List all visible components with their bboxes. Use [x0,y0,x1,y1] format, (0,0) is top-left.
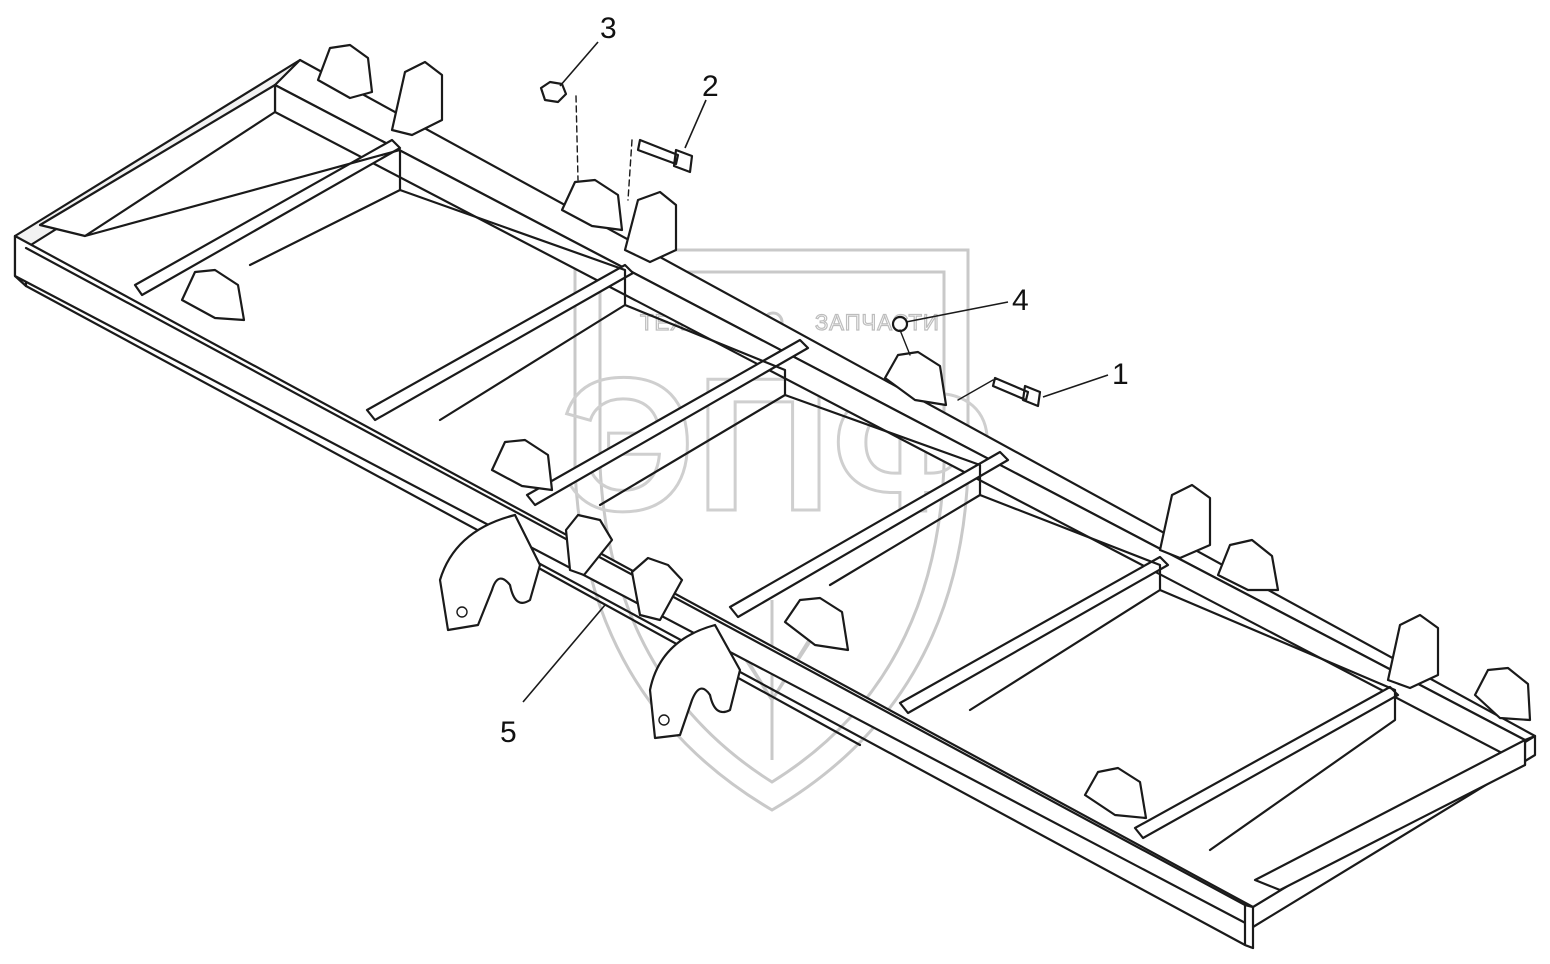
nut-part-4 [891,315,909,333]
rear-beam-side [273,83,1527,767]
callout-3: 3 [600,12,617,45]
cross-bar-2 [365,263,635,422]
bolt-part-1 [991,376,1042,408]
bracket-lug-7 [490,438,554,492]
hitch-hole-left [456,606,468,618]
cross-bar-5 [898,555,1170,715]
nut-part-3 [539,80,568,104]
left-end-plate [38,83,277,238]
callout-5: 5 [500,716,517,749]
brackets [180,43,1532,820]
bracket-lug-10 [783,596,850,652]
right-end-plate [1253,738,1527,892]
bracket-lug-11 [1158,483,1212,560]
compartment-5 [968,493,1162,712]
bracket-lug-14 [1473,666,1532,722]
assembly-line-4 [899,329,911,356]
watermark-right-text: ЗАПЧАСТИ [815,310,940,335]
leader-2 [684,99,707,149]
callout-labels: 1 2 3 4 5 [500,12,1129,749]
compartment-1 [83,148,402,267]
bracket-lug-13 [1386,613,1440,690]
callout-2: 2 [702,70,719,103]
bracket-lug-6 [883,350,948,407]
bracket-lug-4 [560,178,624,232]
bracket-lug-15 [1083,766,1148,820]
bracket-lug-9 [630,556,684,622]
cross-bar-3 [525,338,810,507]
callout-4: 4 [1012,284,1029,317]
cross-bars [133,138,1400,840]
compartment-3 [598,303,787,507]
bracket-lug-8 [564,513,614,577]
cross-bar-4 [728,450,1010,619]
leader-1 [1042,374,1109,398]
fasteners [539,80,1042,408]
assembly-line-2 [627,139,633,201]
bolt-part-2 [636,138,694,174]
compartment-6 [1158,588,1397,852]
bracket-lug-1 [316,43,374,100]
hitch-hole-right [658,714,670,726]
cross-bar-6 [1133,685,1400,840]
bracket-lug-2 [390,60,444,137]
compartment-4 [783,393,982,587]
bracket-lug-3 [180,268,246,322]
assembly-line-3 [575,95,579,181]
leader-5 [522,604,606,703]
hitch-hooks [438,513,742,740]
bracket-lug-5 [623,190,678,264]
bracket-lug-12 [1216,538,1280,592]
callout-leaders [522,41,1109,703]
compartment-2 [398,188,627,422]
main-beam-end [1243,903,1255,950]
callout-1: 1 [1112,358,1129,391]
assembly-line-1 [957,379,994,401]
hitch-hook-right [648,623,742,740]
leader-3 [559,41,599,87]
leader-4 [905,301,1009,323]
hitch-hook-left [438,513,542,632]
cross-bar-1 [133,138,402,297]
